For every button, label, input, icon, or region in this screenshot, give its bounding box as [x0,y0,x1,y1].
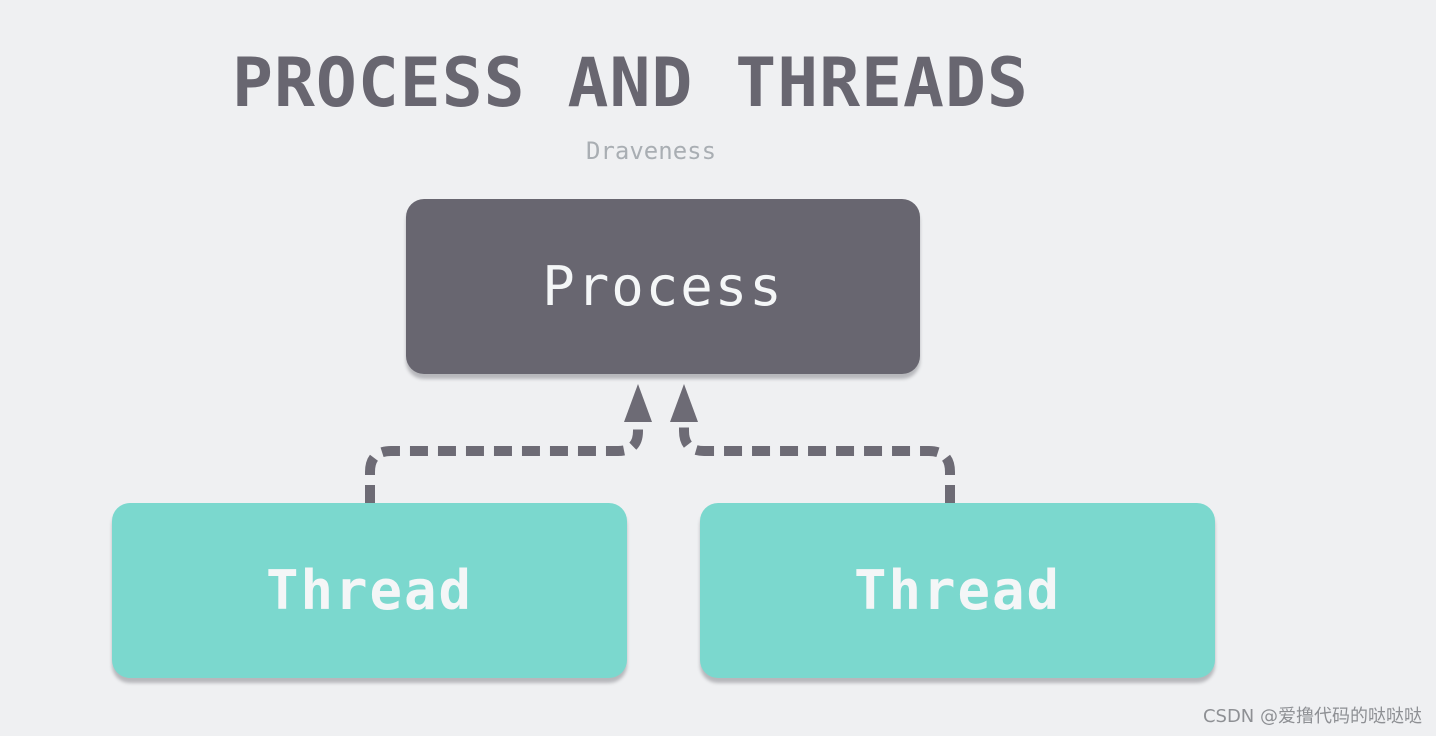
process-node: Process [406,199,920,374]
process-label: Process [542,255,784,318]
thread-label-left: Thread [265,559,474,622]
watermark: CSDN @爱撸代码的哒哒哒 [1202,706,1422,727]
diagram-subtitle: Draveness [586,137,717,165]
right-connector-line [679,420,955,503]
left-connector-line [365,420,643,503]
left-arrowhead-icon [624,384,652,422]
thread-node-left: Thread [112,503,627,678]
diagram-title: PROCESS AND THREADS [232,44,1029,123]
right-arrowhead-icon [670,384,698,422]
thread-node-right: Thread [700,503,1215,678]
thread-label-right: Thread [853,559,1062,622]
